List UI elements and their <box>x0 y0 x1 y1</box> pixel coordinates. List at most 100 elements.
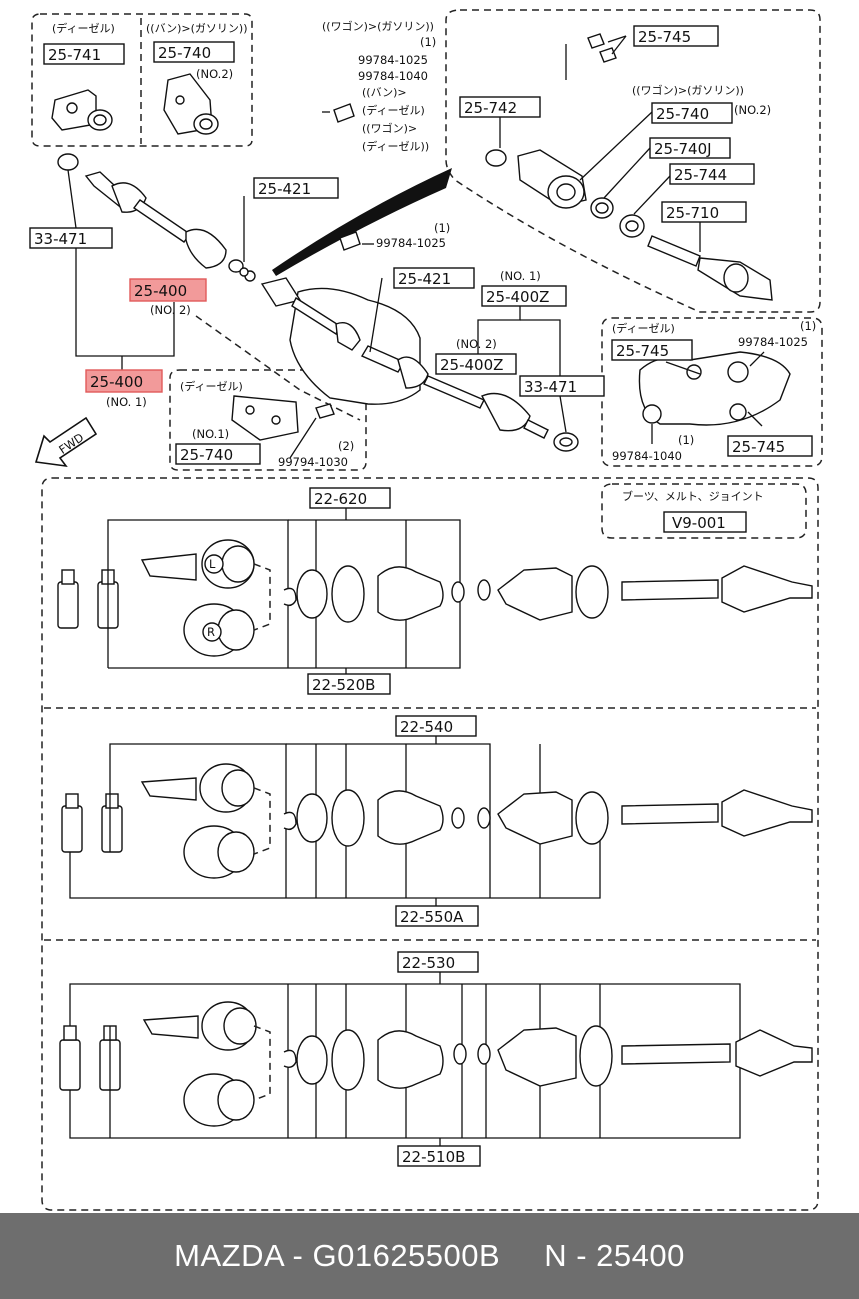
diesel-bracket-2-icon <box>231 395 335 441</box>
right-joint-mark: R <box>207 625 215 639</box>
part-box-25-400-highlight-b: 25-400 <box>85 369 163 393</box>
svg-text:22-620: 22-620 <box>314 490 367 508</box>
kit-row-1: L R <box>57 508 813 676</box>
right-drive-shaft-icon <box>260 277 579 452</box>
svg-text:25-745: 25-745 <box>638 28 691 46</box>
footer-bar: MAZDA - G01625500B N - 25400 <box>0 1213 859 1299</box>
part-box-22-550a: 22-550A <box>395 905 479 927</box>
label-bolt-f: 99784-1040 <box>612 449 682 463</box>
label-bolt-c: 99784-1025 <box>376 236 446 250</box>
svg-text:25-745: 25-745 <box>616 342 669 360</box>
svg-text:25-400: 25-400 <box>90 373 143 391</box>
svg-text:25-741: 25-741 <box>48 46 101 64</box>
diesel-bracket-icon <box>51 89 113 131</box>
part-box-25-745-c: 25-745 <box>727 435 813 457</box>
svg-text:25-400: 25-400 <box>134 282 187 300</box>
part-box-22-530: 22-530 <box>397 951 479 973</box>
label-no2-b: (NO.2) <box>734 103 771 117</box>
kit-row-3 <box>59 972 813 1146</box>
left-drive-shaft-icon <box>57 153 256 282</box>
kit-section-frame <box>41 477 819 1211</box>
svg-text:22-530: 22-530 <box>402 954 455 972</box>
svg-text:25-421: 25-421 <box>258 180 311 198</box>
svg-text:25-400Z: 25-400Z <box>440 356 503 374</box>
part-box-25-745-b: 25-745 <box>611 339 693 361</box>
bolt-icon-2 <box>339 231 361 251</box>
label-no2-a: (NO.2) <box>196 67 233 81</box>
bolt-bracket-icon <box>638 351 791 426</box>
label-diesel-2: (ディーゼル) <box>362 103 425 117</box>
part-box-25-710: 25-710 <box>661 201 747 223</box>
label-qty-1c: (1) <box>800 319 816 333</box>
van-bracket-icon <box>163 73 219 135</box>
part-box-25-421-a: 25-421 <box>253 177 339 199</box>
svg-text:25-710: 25-710 <box>666 204 719 222</box>
label-note: ブーツ、メルト、ジョイント <box>622 489 764 503</box>
part-box-22-520b: 22-520B <box>307 673 391 695</box>
label-no1-a: (NO. 1) <box>500 269 541 283</box>
part-box-22-510b: 22-510B <box>397 1145 481 1167</box>
label-diesel-4: (ディーゼル) <box>180 379 243 393</box>
label-van: ((バン)> <box>362 86 407 99</box>
part-box-25-740-b: 25-740 <box>651 102 733 124</box>
svg-text:33-471: 33-471 <box>34 230 87 248</box>
label-qty-2: (2) <box>338 439 354 453</box>
part-box-25-400-highlight-a: 25-400 <box>129 278 207 302</box>
svg-text:25-740J: 25-740J <box>654 140 712 158</box>
svg-text:V9-001: V9-001 <box>672 514 726 532</box>
bolt-detail-frame <box>601 317 823 467</box>
note-frame <box>601 483 807 539</box>
part-box-22-540: 22-540 <box>395 715 477 737</box>
part-box-25-741: 25-741 <box>43 43 125 65</box>
label-diesel-1: (ディーゼル) <box>52 21 115 35</box>
label-qty-1b: (1) <box>434 221 450 235</box>
part-box-25-740-a: 25-740 <box>153 41 235 63</box>
leader-lines-top <box>67 35 765 459</box>
part-box-25-745-a: 25-745 <box>633 25 719 47</box>
svg-text:25-740: 25-740 <box>656 105 709 123</box>
diagram-labels: (ディーゼル) ((バン)>(ガソリン)) ((ワゴン)>(ガソリン)) (1)… <box>52 19 816 503</box>
svg-text:33-471: 33-471 <box>524 378 577 396</box>
svg-text:25-740: 25-740 <box>180 446 233 464</box>
hub-knuckle-icon <box>485 33 773 301</box>
label-qty-1d: (1) <box>678 433 694 447</box>
label-wagon: ((ワゴン)> <box>362 121 417 135</box>
part-number-boxes: 25-741 25-740 25-745 25-742 25-740 25-74… <box>29 25 813 1167</box>
label-no1-b: (NO. 1) <box>106 395 147 409</box>
part-box-25-400z-b: 25-400Z <box>435 353 517 375</box>
part-box-25-400z-a: 25-400Z <box>481 285 567 307</box>
label-diesel-3: (ディーゼル)) <box>362 139 429 153</box>
label-wagon-gasoline-2: ((ワゴン)>(ガソリン)) <box>632 83 744 97</box>
svg-text:22-550A: 22-550A <box>400 908 464 926</box>
hub-detail-frame <box>445 9 821 313</box>
svg-text:25-740: 25-740 <box>158 44 211 62</box>
svg-text:25-742: 25-742 <box>464 99 517 117</box>
footer-brand-code: MAZDA - G01625500B <box>174 1238 501 1273</box>
part-box-25-740-c: 25-740 <box>175 443 261 465</box>
part-box-33-471-b: 33-471 <box>519 375 605 397</box>
label-van-gasoline: ((バン)>(ガソリン)) <box>146 22 248 35</box>
label-no2-c: (NO. 2) <box>150 303 191 317</box>
svg-text:25-744: 25-744 <box>674 166 727 184</box>
fwd-arrow-icon: FWD <box>34 416 98 468</box>
svg-text:25-745: 25-745 <box>732 438 785 456</box>
label-no1-c: (NO.1) <box>192 427 229 441</box>
part-box-33-471-a: 33-471 <box>29 227 113 249</box>
label-no2-d: (NO. 2) <box>456 337 497 351</box>
svg-text:25-421: 25-421 <box>398 270 451 288</box>
svg-text:22-520B: 22-520B <box>312 676 375 694</box>
part-box-22-620: 22-620 <box>309 487 391 509</box>
label-qty-1a: (1) <box>420 35 436 49</box>
part-box-25-742: 25-742 <box>459 96 541 118</box>
svg-text:22-540: 22-540 <box>400 718 453 736</box>
footer-part-ref: N - 25400 <box>544 1238 685 1273</box>
wedge-pointer <box>272 168 452 276</box>
part-box-v9-001: V9-001 <box>663 511 747 533</box>
svg-text:22-510B: 22-510B <box>402 1148 465 1166</box>
label-wagon-gasoline: ((ワゴン)>(ガソリン)) <box>322 19 434 33</box>
kit-row-2 <box>61 736 813 906</box>
part-box-25-744: 25-744 <box>669 163 755 185</box>
part-box-25-421-b: 25-421 <box>393 267 475 289</box>
bolt-icon <box>333 103 355 123</box>
label-bolt-e: 99784-1025 <box>738 335 808 349</box>
